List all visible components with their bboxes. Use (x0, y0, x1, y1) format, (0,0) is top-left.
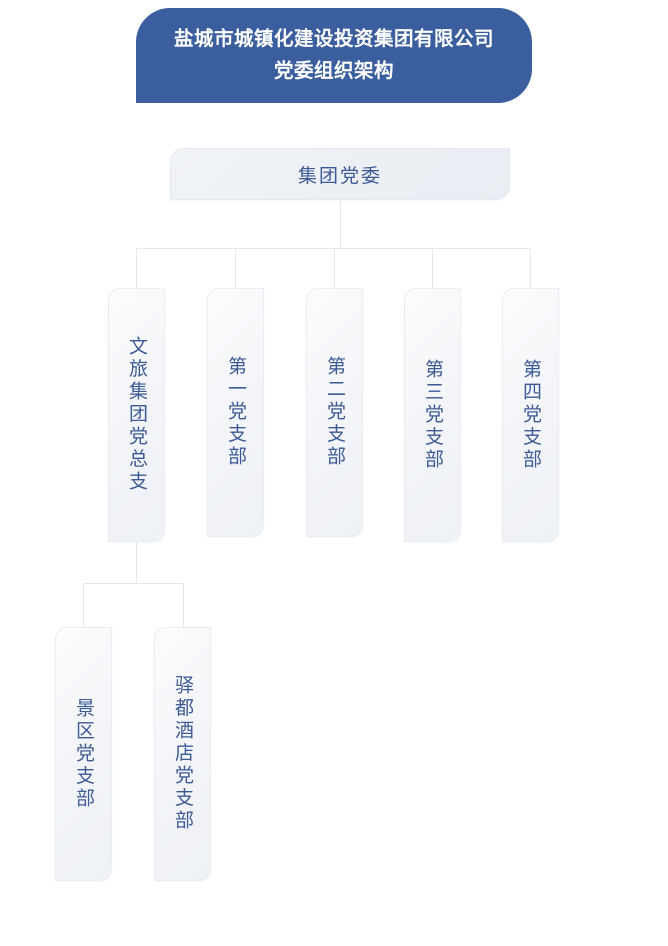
node-label: 第四党支部 (520, 358, 542, 472)
node-label: 集团党委 (297, 165, 382, 187)
node-label: 驿都酒店党支部 (172, 675, 194, 833)
node-group-party-committee[interactable]: 集团党委 (170, 148, 510, 200)
node-party-branch-4[interactable]: 第四党支部 (502, 288, 559, 542)
node-party-branch-2[interactable]: 第二党支部 (306, 288, 363, 537)
node-label: 文旅集团党总支 (126, 336, 148, 494)
chart-title-text: 盐城市城镇化建设投资集团有限公司 党委组织架构 (174, 24, 494, 87)
chart-title-line-1: 盐城市城镇化建设投资集团有限公司 (173, 27, 494, 50)
node-party-branch-1[interactable]: 第一党支部 (207, 288, 264, 537)
node-label: 第二党支部 (324, 356, 346, 469)
node-label: 第一党支部 (225, 356, 247, 469)
node-label: 景区党支部 (73, 697, 95, 811)
chart-title-line-2: 党委组织架构 (273, 59, 394, 82)
node-scenic-area-party-branch[interactable]: 景区党支部 (55, 627, 112, 881)
node-party-branch-3[interactable]: 第三党支部 (404, 288, 461, 542)
node-yidu-hotel-party-branch[interactable]: 驿都酒店党支部 (154, 627, 211, 881)
node-label: 第三党支部 (422, 358, 444, 472)
node-culture-tourism-general-branch[interactable]: 文旅集团党总支 (108, 288, 165, 542)
chart-title-banner: 盐城市城镇化建设投资集团有限公司 党委组织架构 (136, 8, 532, 103)
